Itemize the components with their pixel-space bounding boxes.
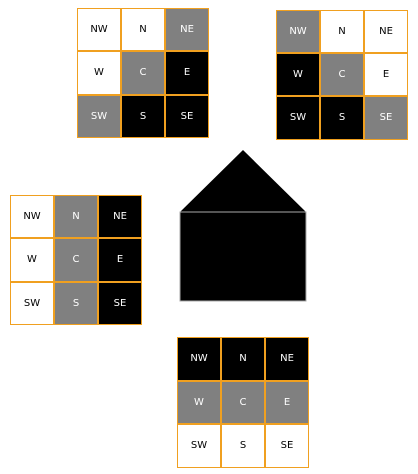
grid-cell-sw: SW — [10, 282, 54, 325]
grid-cell-se: SE — [364, 96, 408, 140]
grid-cell-sw: SW — [177, 424, 221, 468]
grid-cell-s: S — [221, 424, 265, 468]
grid-cell-ne: NE — [165, 8, 209, 51]
grid-cell-ne: NE — [364, 10, 408, 53]
grid-cell-se: SE — [98, 282, 142, 325]
grid-cell-ne: NE — [265, 337, 309, 381]
compass-grid-top-right: NW N NE W C E SW S SE — [276, 10, 408, 140]
grid-cell-w: W — [177, 381, 221, 424]
grid-cell-nw: NW — [276, 10, 320, 53]
house-roof — [180, 150, 306, 212]
grid-cell-se: SE — [265, 424, 309, 468]
grid-cell-w: W — [77, 51, 121, 95]
grid-cell-c: C — [320, 53, 364, 96]
compass-grid-top-left: NW N NE W C E SW S SE — [77, 8, 209, 138]
grid-cell-w: W — [10, 238, 54, 282]
grid-cell-nw: NW — [77, 8, 121, 51]
grid-cell-n: N — [121, 8, 165, 51]
grid-cell-e: E — [98, 238, 142, 282]
grid-cell-s: S — [121, 95, 165, 138]
grid-cell-sw: SW — [77, 95, 121, 138]
grid-cell-c: C — [121, 51, 165, 95]
grid-cell-sw: SW — [276, 96, 320, 140]
grid-cell-n: N — [54, 195, 98, 238]
compass-grid-bottom: NW N NE W C E SW S SE — [177, 337, 309, 468]
grid-cell-e: E — [364, 53, 408, 96]
grid-cell-e: E — [165, 51, 209, 95]
grid-cell-ne: NE — [98, 195, 142, 238]
house-shape — [179, 150, 307, 302]
grid-cell-e: E — [265, 381, 309, 424]
grid-cell-s: S — [320, 96, 364, 140]
grid-cell-nw: NW — [177, 337, 221, 381]
grid-cell-c: C — [221, 381, 265, 424]
grid-cell-s: S — [54, 282, 98, 325]
grid-cell-nw: NW — [10, 195, 54, 238]
grid-cell-n: N — [320, 10, 364, 53]
house-body — [179, 211, 307, 302]
grid-cell-se: SE — [165, 95, 209, 138]
grid-cell-c: C — [54, 238, 98, 282]
grid-cell-n: N — [221, 337, 265, 381]
compass-grid-left: NW N NE W C E SW S SE — [10, 195, 142, 325]
grid-cell-w: W — [276, 53, 320, 96]
